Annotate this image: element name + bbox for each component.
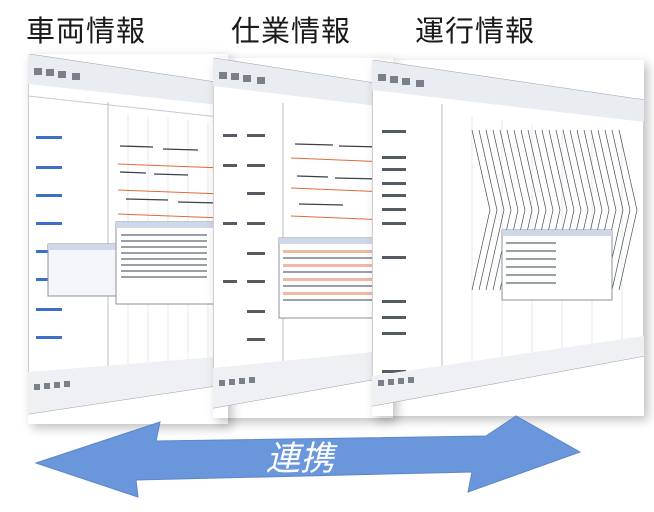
vehicle-app-screenshot — [28, 54, 228, 415]
timetable-line — [590, 129, 610, 211]
heading-operation-info: 運行情報 — [415, 14, 536, 48]
timetable-line — [569, 129, 589, 211]
link-label: 連携 — [266, 439, 338, 479]
timetable-line — [534, 129, 554, 211]
timetable-line — [471, 129, 491, 211]
heading-duty-info: 仕業情報 — [231, 14, 352, 48]
operation-app-screenshot — [372, 60, 644, 407]
timetable-line — [583, 129, 603, 211]
timetable-line — [604, 129, 624, 211]
double-arrow-icon — [34, 415, 582, 498]
duty-app-screenshot — [213, 58, 393, 409]
timetable-line — [478, 209, 498, 291]
timetable-line — [499, 129, 519, 211]
timetable-line — [562, 129, 582, 211]
heading-vehicle-info: 車両情報 — [26, 14, 147, 48]
timetable-line — [492, 129, 512, 211]
timetable-line — [485, 129, 505, 211]
timetable-line — [618, 129, 638, 211]
timetable-line — [576, 129, 596, 211]
timetable-line — [548, 129, 568, 211]
timetable-line — [471, 209, 491, 291]
timetable-line — [618, 209, 638, 291]
timetable-line — [506, 129, 526, 211]
timetable-line — [611, 209, 631, 291]
timetable-line — [541, 129, 561, 211]
timetable-line — [485, 209, 505, 291]
timetable-line — [478, 129, 498, 211]
timetable-line — [527, 129, 547, 211]
timetable-line — [513, 129, 533, 211]
timetable-line — [611, 129, 631, 211]
timetable-line — [555, 129, 575, 211]
timetable-line — [597, 129, 617, 211]
timetable-line — [520, 129, 540, 211]
